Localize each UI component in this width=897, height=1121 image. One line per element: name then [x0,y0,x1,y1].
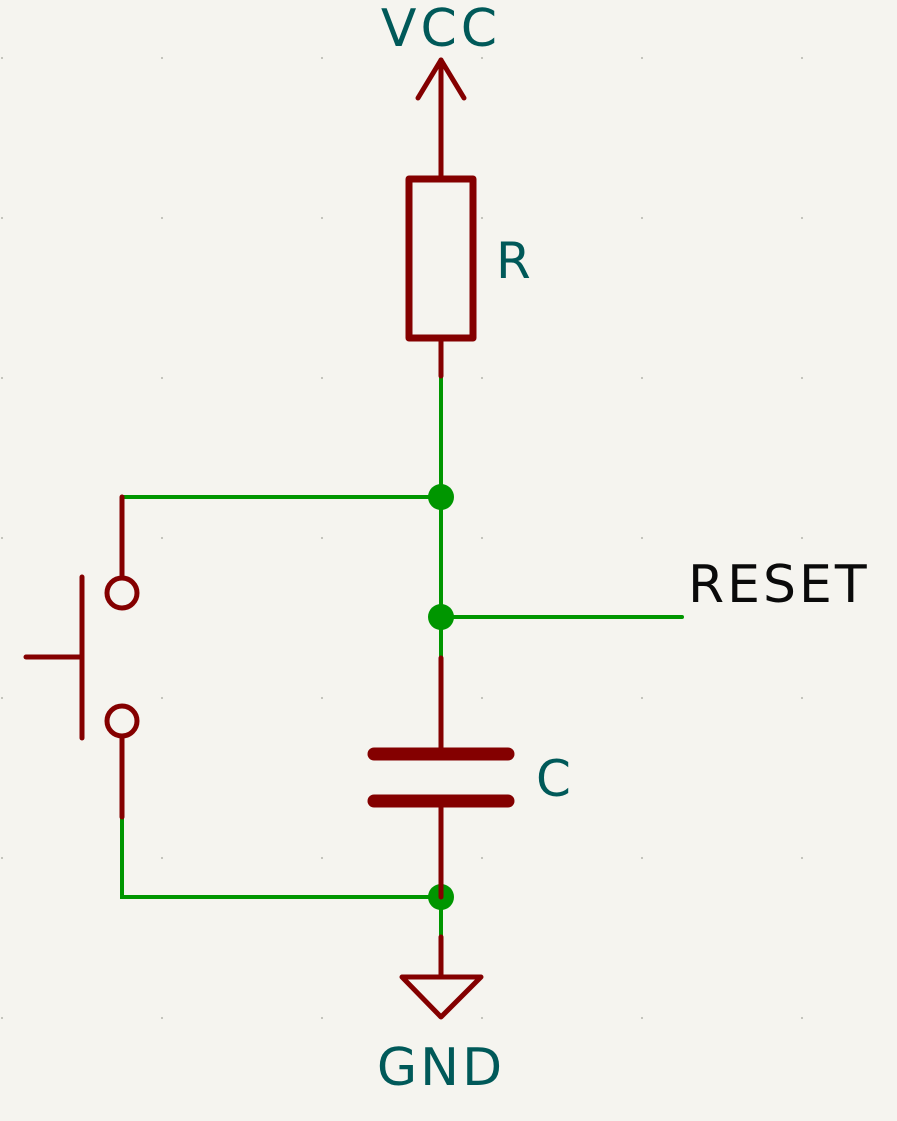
grid-dot [1,217,3,219]
grid-dot [641,537,643,539]
grid-dot [481,1017,483,1019]
pushbutton-switch-symbol[interactable] [23,494,140,820]
grid-dot [321,697,323,699]
grid-dot [641,857,643,859]
resistor-symbol[interactable]: R [405,175,531,379]
grid-dot [801,377,803,379]
grid-dot [1,537,3,539]
grid-dot [481,377,483,379]
grid-dot [1,857,3,859]
grid-dot [1,697,3,699]
grid-dot [321,377,323,379]
gnd-label: GND [377,1038,505,1098]
wire-layer [120,374,684,939]
grid-dot [641,1017,643,1019]
vcc-label: VCC [381,0,501,59]
capacitor-label: C [536,750,571,808]
grid-dot [481,697,483,699]
grid-dot [321,57,323,59]
grid-dot [321,217,323,219]
reset-net-label[interactable]: RESET [688,555,870,615]
ground-triangle-icon [399,974,484,1020]
grid-dot [481,537,483,539]
grid-dot [801,537,803,539]
grid-dot [801,697,803,699]
resistor-label: R [496,232,531,290]
grid-dot [161,857,163,859]
grid-dot [481,857,483,859]
grid-dot [161,537,163,539]
grid-dot [161,1017,163,1019]
switch-top-contact [104,575,140,611]
grid-dots [1,57,803,1019]
resistor-rectangle-icon [405,175,477,342]
grid-dot [321,857,323,859]
junction-layer [428,484,454,910]
power-arrow-up-icon [415,57,467,101]
grid-dot [161,377,163,379]
junction-dot-top[interactable] [428,484,454,510]
grid-dot [641,377,643,379]
grid-dot [641,57,643,59]
grid-dot [801,857,803,859]
grid-dot [1,377,3,379]
grid-dot [161,697,163,699]
grid-dot [321,537,323,539]
switch-bottom-contact [104,703,140,739]
grid-dot [481,57,483,59]
grid-dot [801,217,803,219]
grid-dot [161,57,163,59]
grid-dot [1,57,3,59]
grid-dot [801,1017,803,1019]
capacitor-symbol[interactable]: C [367,655,571,900]
grid-dot [161,217,163,219]
vcc-power-symbol[interactable]: VCC [381,0,501,181]
grid-dot [1,1017,3,1019]
grid-dot [641,697,643,699]
grid-dot [641,217,643,219]
junction-dot-reset[interactable] [428,604,454,630]
ground-symbol[interactable]: GND [377,934,505,1098]
grid-dot [481,217,483,219]
grid-dot [801,57,803,59]
wire-switch-bottom-branch[interactable] [120,815,443,899]
grid-dot [321,1017,323,1019]
